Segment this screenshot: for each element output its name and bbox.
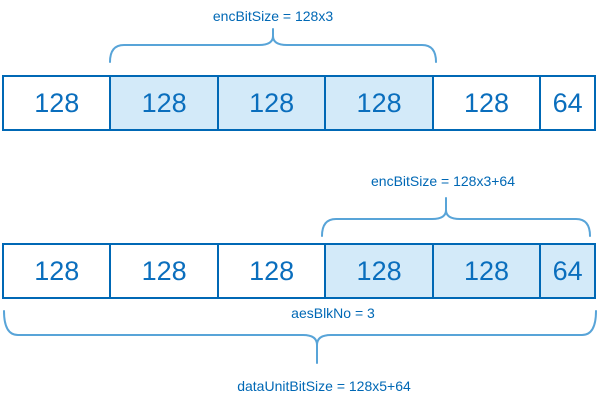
- bit-block-64: 64: [539, 75, 596, 131]
- bit-block-128-highlighted: 128: [431, 243, 542, 299]
- bit-block-128: 128: [431, 75, 542, 131]
- bit-block-128-highlighted: 128: [216, 75, 327, 131]
- bit-block-128-highlighted: 128: [324, 75, 434, 131]
- bit-block-64-highlighted: 64: [539, 243, 596, 299]
- label-aes-blk-no: aesBlkNo = 3: [291, 305, 375, 321]
- bit-block-128: 128: [2, 243, 112, 299]
- bit-block-128-highlighted: 128: [109, 75, 219, 131]
- bit-block-128: 128: [216, 243, 327, 299]
- bit-block-128-highlighted: 128: [324, 243, 434, 299]
- bit-block-128: 128: [109, 243, 219, 299]
- enc-bitsize-bottom-brace: [321, 197, 591, 237]
- bit-block-128: 128: [2, 75, 112, 131]
- enc-bitsize-top-brace: [109, 28, 437, 63]
- label-enc-bitsize-bottom: encBitSize = 128x3+64: [371, 173, 515, 189]
- label-data-unit-bit-size: dataUnitBitSize = 128x5+64: [237, 378, 411, 394]
- label-enc-bitsize-top: encBitSize = 128x3: [212, 8, 334, 24]
